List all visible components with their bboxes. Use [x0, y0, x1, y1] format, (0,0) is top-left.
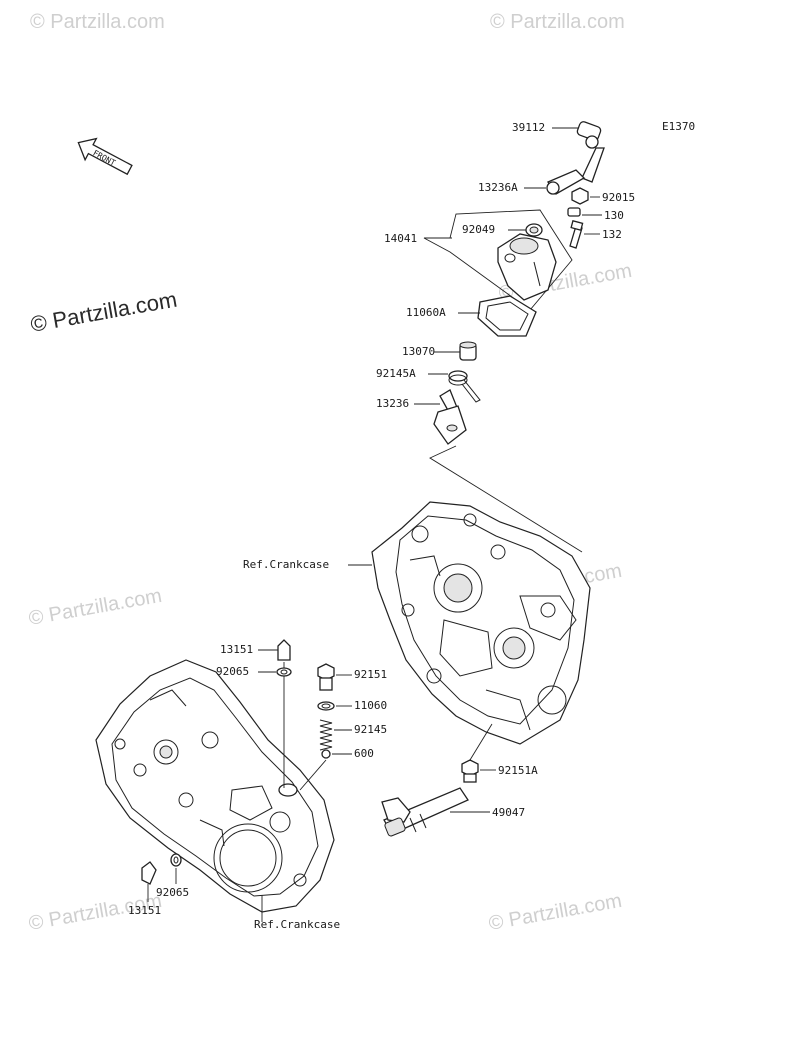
label-13236: 13236 — [376, 397, 409, 410]
label-92151: 92151 — [354, 668, 387, 681]
watermark-top-right: © Partzilla.com — [490, 11, 625, 33]
label-92145: 92145 — [354, 723, 387, 736]
front-arrow-icon: FRONT — [77, 137, 133, 176]
label-92065-lower: 92065 — [156, 886, 189, 899]
part-11060-gasket — [317, 701, 352, 711]
part-13070-collar — [434, 341, 477, 361]
part-132-bolt — [569, 220, 600, 249]
label-13151-lower: 13151 — [128, 904, 161, 917]
part-92065-washer-upper — [258, 667, 292, 677]
ref-crankcase-left — [95, 659, 335, 913]
label-13236A: 13236A — [478, 181, 518, 194]
label-600: 600 — [354, 747, 374, 760]
part-92145A-spring — [428, 370, 481, 403]
watermark-main: © Partzilla.com — [29, 287, 179, 337]
label-39112: 39112 — [512, 121, 545, 134]
part-92065-washer-lower — [170, 853, 182, 884]
watermark-bottom-right: © Partzilla.com — [487, 890, 624, 935]
part-92151A-plug — [461, 759, 496, 783]
label-92049: 92049 — [462, 223, 495, 236]
ref-crankcase-right — [371, 501, 591, 745]
watermark-top-left: © Partzilla.com — [30, 11, 165, 33]
label-ref-crankcase-top: Ref.Crankcase — [243, 558, 329, 571]
part-13236A-shift-lever — [524, 169, 586, 195]
part-600-ball — [299, 749, 352, 791]
label-92015: 92015 — [602, 191, 635, 204]
part-130-bolt — [567, 207, 602, 217]
leader-crankcase-to-92151A — [469, 723, 493, 761]
leader-shaft-to-crankcase — [429, 445, 583, 553]
part-39112-shift-rod — [552, 121, 605, 183]
label-14041: 14041 — [384, 232, 417, 245]
part-92145-spring — [319, 719, 352, 751]
label-92151A: 92151A — [498, 764, 538, 777]
label-11060A: 11060A — [406, 306, 446, 319]
label-49047: 49047 — [492, 806, 525, 819]
watermark-mid-left: © Partzilla.com — [27, 585, 164, 630]
label-13070: 13070 — [402, 345, 435, 358]
label-92145A: 92145A — [376, 367, 416, 380]
part-11060A-gasket — [458, 295, 537, 337]
part-49047-shift-drum — [381, 787, 490, 837]
part-13151-plug-upper — [258, 639, 291, 788]
label-ref-crankcase-bottom: Ref.Crankcase — [254, 918, 340, 931]
label-130: 130 — [604, 209, 624, 222]
diagram-code: E1370 — [662, 120, 695, 133]
label-132: 132 — [602, 228, 622, 241]
part-13236-shift-shaft — [414, 389, 467, 445]
label-13151-upper: 13151 — [220, 643, 253, 656]
part-92151-plug — [317, 663, 352, 691]
part-92015-nut — [571, 187, 600, 205]
part-14041-cover — [423, 209, 573, 311]
part-92049-oil-seal — [508, 223, 543, 237]
label-11060: 11060 — [354, 699, 387, 712]
label-92065-upper: 92065 — [216, 665, 249, 678]
part-13151-plug-lower — [141, 861, 157, 902]
